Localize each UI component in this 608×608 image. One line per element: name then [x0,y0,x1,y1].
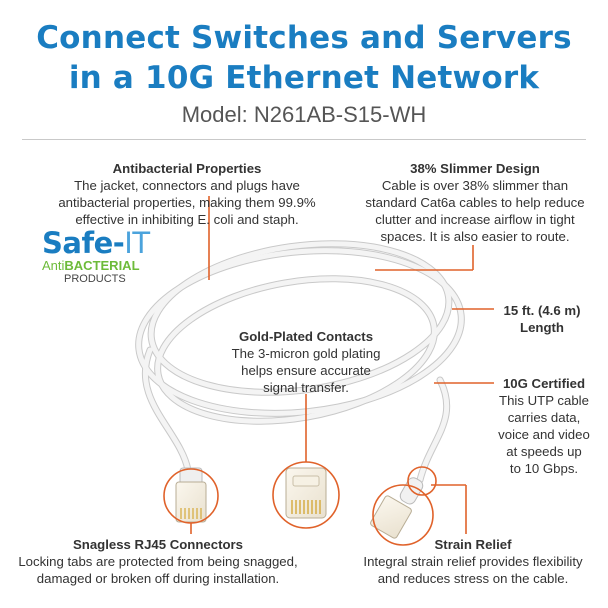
feature-slimmer: 38% Slimmer Design Cable is over 38% sli… [360,160,590,245]
feature-text: The jacket, connectors and plugs have [74,178,300,193]
feature-text: effective in inhibiting E. coli and stap… [75,212,299,227]
feature-text: at speeds up [506,444,582,459]
feature-title: Antibacterial Properties [112,161,262,176]
feature-text: standard Cat6a cables to help reduce [365,195,585,210]
feature-text: antibacterial properties, making them 99… [58,195,316,210]
feature-title: Length [520,320,564,335]
feature-title: Strain Relief [434,537,512,552]
feature-text: This UTP cable [499,393,589,408]
feature-text: and reduces stress on the cable. [377,571,569,586]
feature-strain-relief: Strain Relief Integral strain relief pro… [348,536,598,587]
feature-gold-contacts: Gold-Plated Contacts The 3-micron gold p… [206,328,406,396]
logo-products: PRODUCTS [64,273,126,285]
feature-text: clutter and increase airflow in tight [375,212,575,227]
feature-text: Cable is over 38% slimmer than [381,178,569,193]
feature-10g-certified: 10G Certified This UTP cable carries dat… [486,375,602,477]
feature-text: carries data, [507,410,581,425]
feature-title: 38% Slimmer Design [410,161,540,176]
feature-text: damaged or broken off during installatio… [36,571,280,586]
center-rj45-connector [285,467,327,519]
safe-it-logo: Safe-IT AntiBACTERIAL PRODUCTS [42,228,152,285]
feature-text: helps ensure accurate [241,363,371,378]
feature-title: 10G Certified [502,376,586,391]
divider [22,139,586,140]
feature-title: Gold-Plated Contacts [238,329,374,344]
feature-text: spaces. It is also easier to route. [380,229,570,244]
page-title: Connect Switches and Servers in a 10G Et… [0,18,608,98]
title-line-1: Connect Switches and Servers [36,20,572,56]
feature-text: Integral strain relief provides flexibil… [363,554,583,569]
feature-length: 15 ft. (4.6 m) Length [492,302,592,336]
feature-text: The 3-micron gold plating [231,346,381,361]
feature-text: signal transfer. [263,380,349,395]
logo-subtitle: AntiBACTERIAL [42,258,140,273]
feature-text: Locking tabs are protected from being sn… [18,554,298,569]
feature-title: Snagless RJ45 Connectors [72,537,244,552]
feature-antibacterial: Antibacterial Properties The jacket, con… [22,160,352,228]
feature-text: to 10 Gbps. [509,461,579,476]
feature-text: voice and video [498,427,590,442]
model-number: Model: N261AB-S15-WH [181,102,427,127]
feature-snagless: Snagless RJ45 Connectors Locking tabs ar… [8,536,308,587]
left-rj45-connector [175,467,207,523]
title-line-2: in a 10G Ethernet Network [68,60,540,96]
feature-title: 15 ft. (4.6 m) [503,303,581,318]
logo-brand: Safe-IT [42,226,150,260]
